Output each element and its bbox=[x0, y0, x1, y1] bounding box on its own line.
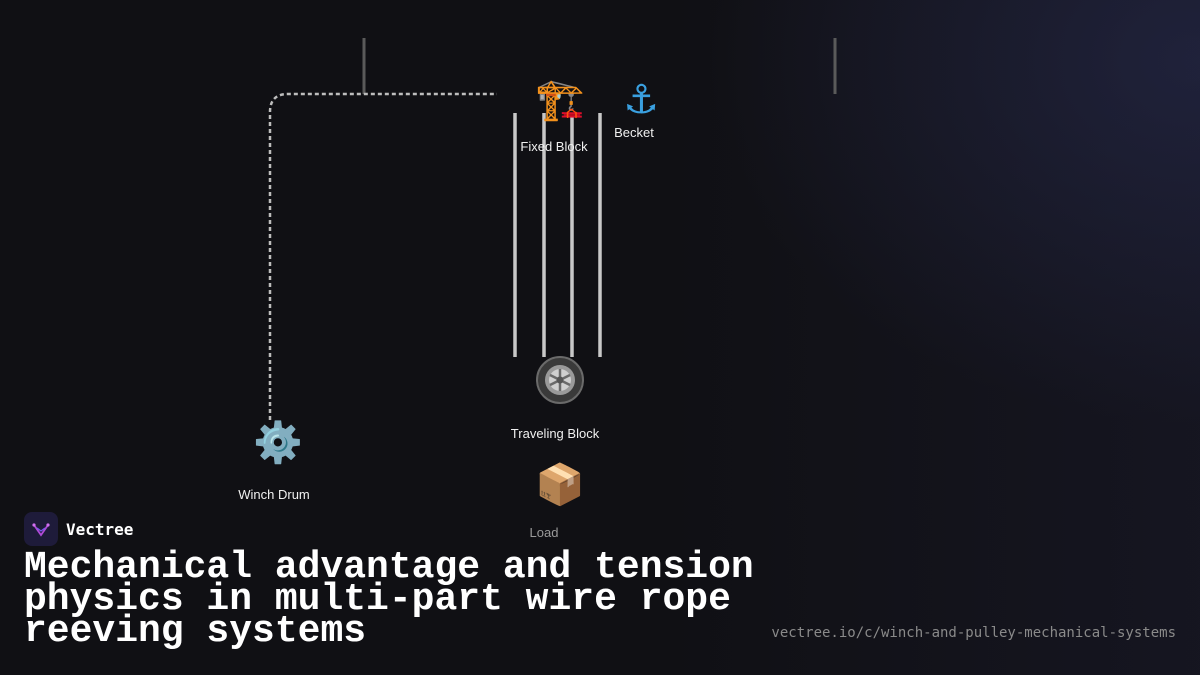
vectree-logo-icon bbox=[24, 512, 58, 546]
wheel-icon bbox=[536, 356, 584, 404]
label-winch-drum: Winch Drum bbox=[238, 487, 310, 502]
label-fixed-block: Fixed Block bbox=[520, 139, 588, 154]
package-icon: 📦 bbox=[535, 462, 585, 508]
gear-icon: ⚙️ bbox=[253, 420, 303, 466]
crane-icon: 🏗️ bbox=[535, 77, 585, 123]
rope-parts bbox=[513, 113, 602, 357]
fast-line-rope bbox=[268, 92, 497, 420]
brand-name: Vectree bbox=[66, 519, 134, 539]
page-title: Mechanical advantage and tension physics… bbox=[24, 546, 754, 653]
page-url[interactable]: vectree.io/c/winch-and-pulley-mechanical… bbox=[771, 625, 1176, 641]
brand[interactable]: Vectree bbox=[24, 512, 133, 546]
label-traveling-block: Traveling Block bbox=[510, 426, 600, 441]
label-load: Load bbox=[529, 525, 559, 540]
anchor-icon: ⚓ bbox=[623, 77, 659, 123]
label-becket: Becket bbox=[614, 125, 654, 140]
